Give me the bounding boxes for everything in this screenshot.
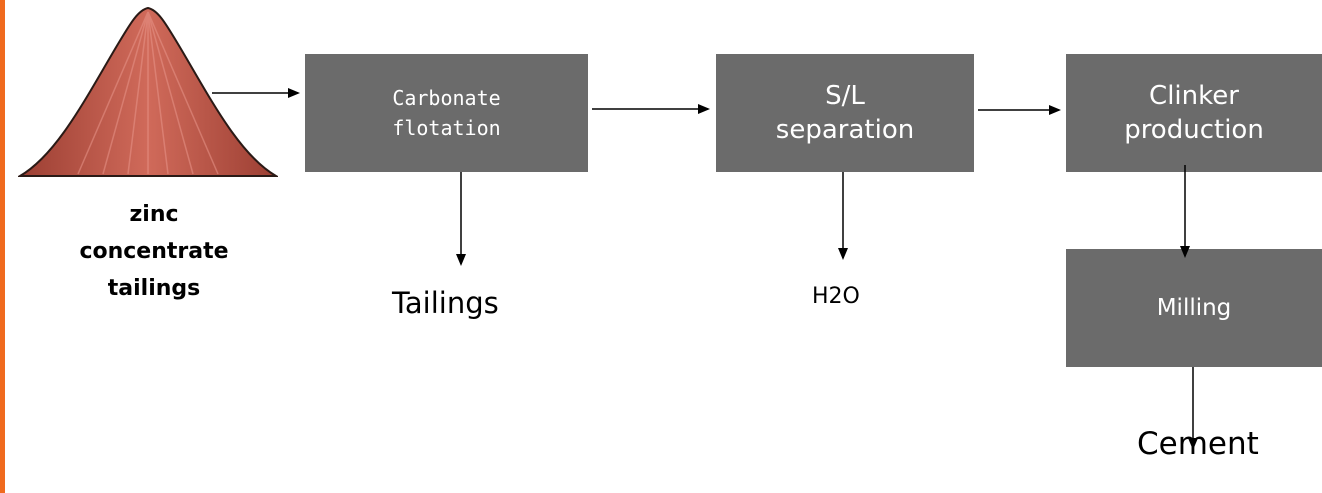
carbonate-flotation-label: Carbonate flotation bbox=[392, 86, 501, 140]
tailings-pile-icon bbox=[18, 6, 278, 177]
milling-step: Milling bbox=[1066, 249, 1322, 367]
carbonate-flotation-step: Carbonate flotation bbox=[305, 54, 588, 172]
sl-separation-label: S/L separation bbox=[775, 81, 915, 145]
clinker-production-step: Clinker production bbox=[1066, 54, 1322, 172]
input-label: zinc concentrate tailings bbox=[79, 202, 229, 301]
tailings-output-label: Tailings bbox=[392, 286, 499, 320]
sl-separation-step: S/L separation bbox=[716, 54, 974, 172]
water-output-label: H2O bbox=[812, 284, 860, 309]
milling-label: Milling bbox=[1156, 295, 1232, 321]
accent-bar bbox=[0, 0, 5, 493]
clinker-production-label: Clinker production bbox=[1124, 81, 1264, 145]
